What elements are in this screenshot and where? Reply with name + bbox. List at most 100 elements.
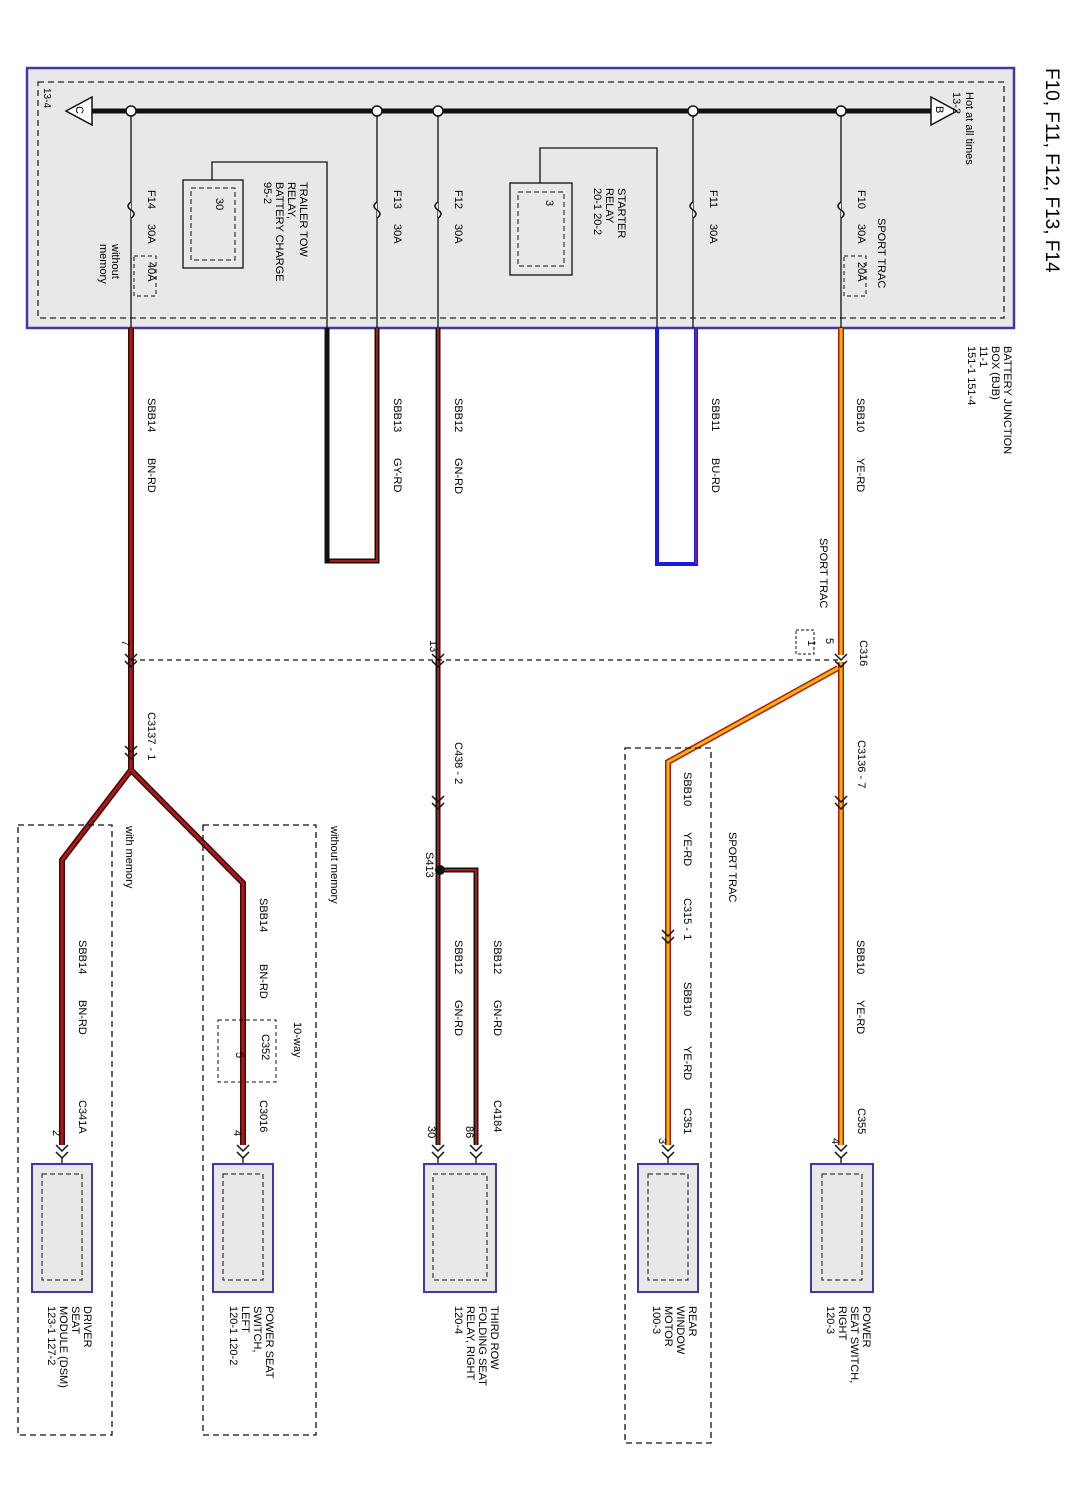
trailer-tow-relay: 30 TRAILER TOW RELAY, BATTERY CHARGE 95-… [182,161,328,328]
c315-label: C315 - 1 [681,898,693,940]
fuse-f10-rating: 30A [855,224,867,244]
battery-junction-box: C 13-4 B Hot at all times 13-2 [25,66,1016,330]
rwm-line4: 100-3 [650,1306,662,1334]
third-row-relay-box [423,1163,497,1293]
c438-symbol [431,795,445,811]
label-sbb10-lower-color: YE-RD [681,1046,693,1080]
label-sbb10-right-circuit: SBB10 [854,940,866,974]
c4184-name: C4184 [491,1100,503,1132]
trailer-relay-box [182,179,244,269]
page-title: F10, F11, F12, F13, F14 [1041,68,1062,273]
fuse-f13-name: F13 [391,190,403,209]
trr-line1: THIRD ROW [488,1306,500,1370]
label-sbb12-lower-circuit: SBB12 [452,940,464,974]
c3136-symbol [834,795,848,811]
rwm-line1: REAR [686,1306,698,1337]
psw-left-line3: LEFT [239,1306,251,1333]
dsm-line4: 123-1 127-2 [45,1306,57,1365]
driver-seat-module-box [31,1163,93,1293]
hot-ref-13-2: 13-2 [950,92,962,114]
c351-symbol [661,1144,675,1160]
trailer-relay-line3: BATTERY CHARGE [273,182,285,282]
sbb13-loop [324,328,380,564]
label-sbb12-color: GN-RD [452,458,464,494]
fuse-f11-rating: 30A [707,224,719,244]
trailer-relay-feed [211,161,328,328]
psw-right-line1: POWER [860,1306,872,1348]
fuse-symbols [127,201,845,219]
sbb14-left-branch [59,768,134,1145]
c316-pin-7: 7 [119,640,131,646]
c351-name: C351 [681,1108,693,1134]
sbb13-stripe [330,328,378,562]
power-seat-switch-right-box [810,1163,874,1293]
fuse-f14-note-line2: memory [97,244,109,284]
fuse-f14-note-line1: without [109,243,121,279]
c3016-pin: 4 [231,1130,243,1136]
dsm-line3: MODULE (DSM) [57,1306,69,1388]
starter-relay-feed [539,147,658,328]
psw-left-line4: 120-1 120-2 [227,1306,239,1365]
psw-left-line2: SWITCH, [251,1306,263,1352]
dsm-line1: DRIVER [81,1306,93,1348]
c3136-label: C3136 - 7 [855,740,867,788]
sport-trac-bjb-label: SPORT TRAC [875,218,887,288]
starter-relay-box [509,182,573,276]
fuse-f11-name: F11 [707,190,719,208]
component-boxes [31,1163,874,1293]
psw-right-line3: RIGHT [836,1306,848,1341]
tap-f13 [371,105,383,117]
sport-trac-group-box [624,747,712,1444]
fuse-f12-rating: 30A [452,224,464,244]
with-memory-label: with memory [123,825,135,889]
label-sbb12-branch-circuit: SBB12 [491,940,503,974]
c341a-pin: 2 [50,1130,62,1136]
driver-seat-module [31,1163,93,1293]
fuse-f12-symbol [434,201,442,219]
connector-b-triangle [930,95,959,127]
rear-window-motor-inner [647,1173,689,1281]
psw-right-line4: 120-3 [824,1306,836,1334]
rear-window-motor [637,1163,699,1293]
c341a-name: C341A [76,1100,88,1134]
starter-relay: 3 STARTER RELAY 20-1 20-2 [509,147,658,328]
fuse-f14-symbol [127,201,135,219]
trailer-relay-line1: TRAILER TOW [297,182,309,257]
c316-pin-1: 1 [805,640,817,646]
connector-c-triangle [64,95,93,127]
c351-pin: 3 [656,1138,668,1144]
rear-window-motor-box [637,1163,699,1293]
tap-f14 [125,105,137,117]
trailer-relay-line4: 95-2 [261,182,273,204]
starter-relay-line2: RELAY [603,188,615,224]
rwm-line3: MOTOR [662,1306,674,1347]
c4184-pin30-symbol [431,1144,445,1160]
c316-pin-sbb10 [834,653,848,669]
sbb14-left-branch-stripe [60,769,133,1145]
starter-relay-line3: 20-1 20-2 [591,188,603,235]
c3137-label: C3137 - 1 [145,712,157,760]
power-seat-switch-left-box [212,1163,274,1293]
c4184-pin86-symbol [469,1144,483,1160]
starter-relay-inner [517,191,565,267]
tap-f12 [432,105,444,117]
with-memory-group-box [17,824,113,1436]
c438-label: C438 - 2 [452,742,464,784]
label-sbb12-circuit: SBB12 [452,398,464,432]
wire-sbb12 [435,328,479,1145]
psw-left-line1: POWER SEAT [263,1306,275,1379]
connector-c352: 10-way C352 5 [217,1019,303,1083]
bjb-ref-line1: 11-1 [977,346,989,367]
trailer-relay-inner [190,187,236,261]
c315-symbol [661,929,675,945]
c355-name: C355 [855,1108,867,1134]
c341a-symbol [55,1144,69,1160]
power-seat-switch-left-inner [222,1173,264,1281]
fuse-f10-symbol [837,201,845,219]
label-sbb14-color: BN-RD [145,458,157,493]
fuse-f14-alt-rating: 40A [145,262,157,282]
c3016-name: C3016 [257,1100,269,1132]
label-sbb10-lower-circuit: SBB10 [681,982,693,1016]
c316-alt-pin-box [795,629,815,655]
